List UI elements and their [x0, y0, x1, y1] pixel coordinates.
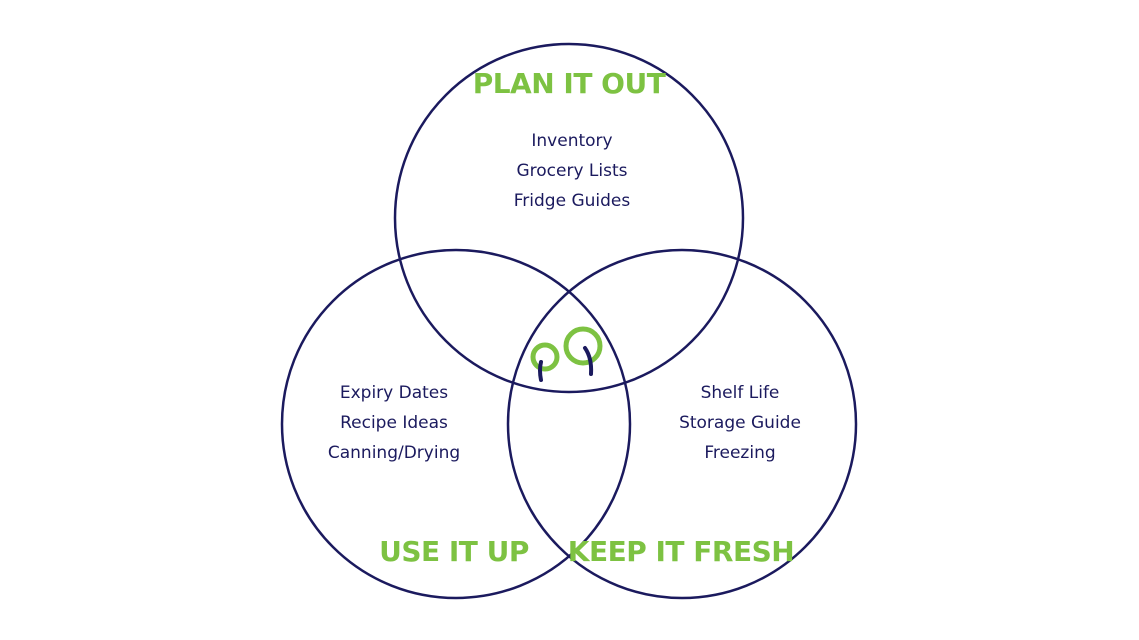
- use-item-canning-drying: Canning/Drying: [328, 443, 460, 463]
- keep-item-shelf-life: Shelf Life: [701, 383, 780, 403]
- plan-item-grocery-lists: Grocery Lists: [516, 161, 627, 181]
- keep-item-storage-guide: Storage Guide: [679, 413, 801, 433]
- use-item-expiry-dates: Expiry Dates: [340, 383, 448, 403]
- keep-circle: [506, 248, 858, 600]
- use-item-recipe-ideas: Recipe Ideas: [340, 413, 448, 433]
- use-circle: [280, 248, 632, 600]
- keep-item-freezing: Freezing: [704, 443, 775, 463]
- two-peas-logo-icon: [530, 326, 603, 382]
- plan-item-fridge-guides: Fridge Guides: [514, 191, 631, 211]
- plan-circle: [393, 42, 745, 394]
- use-title: USE IT UP: [379, 535, 529, 568]
- plan-item-inventory: Inventory: [531, 131, 612, 151]
- plan-title: PLAN IT OUT: [473, 67, 666, 100]
- keep-title: KEEP IT FRESH: [568, 535, 794, 568]
